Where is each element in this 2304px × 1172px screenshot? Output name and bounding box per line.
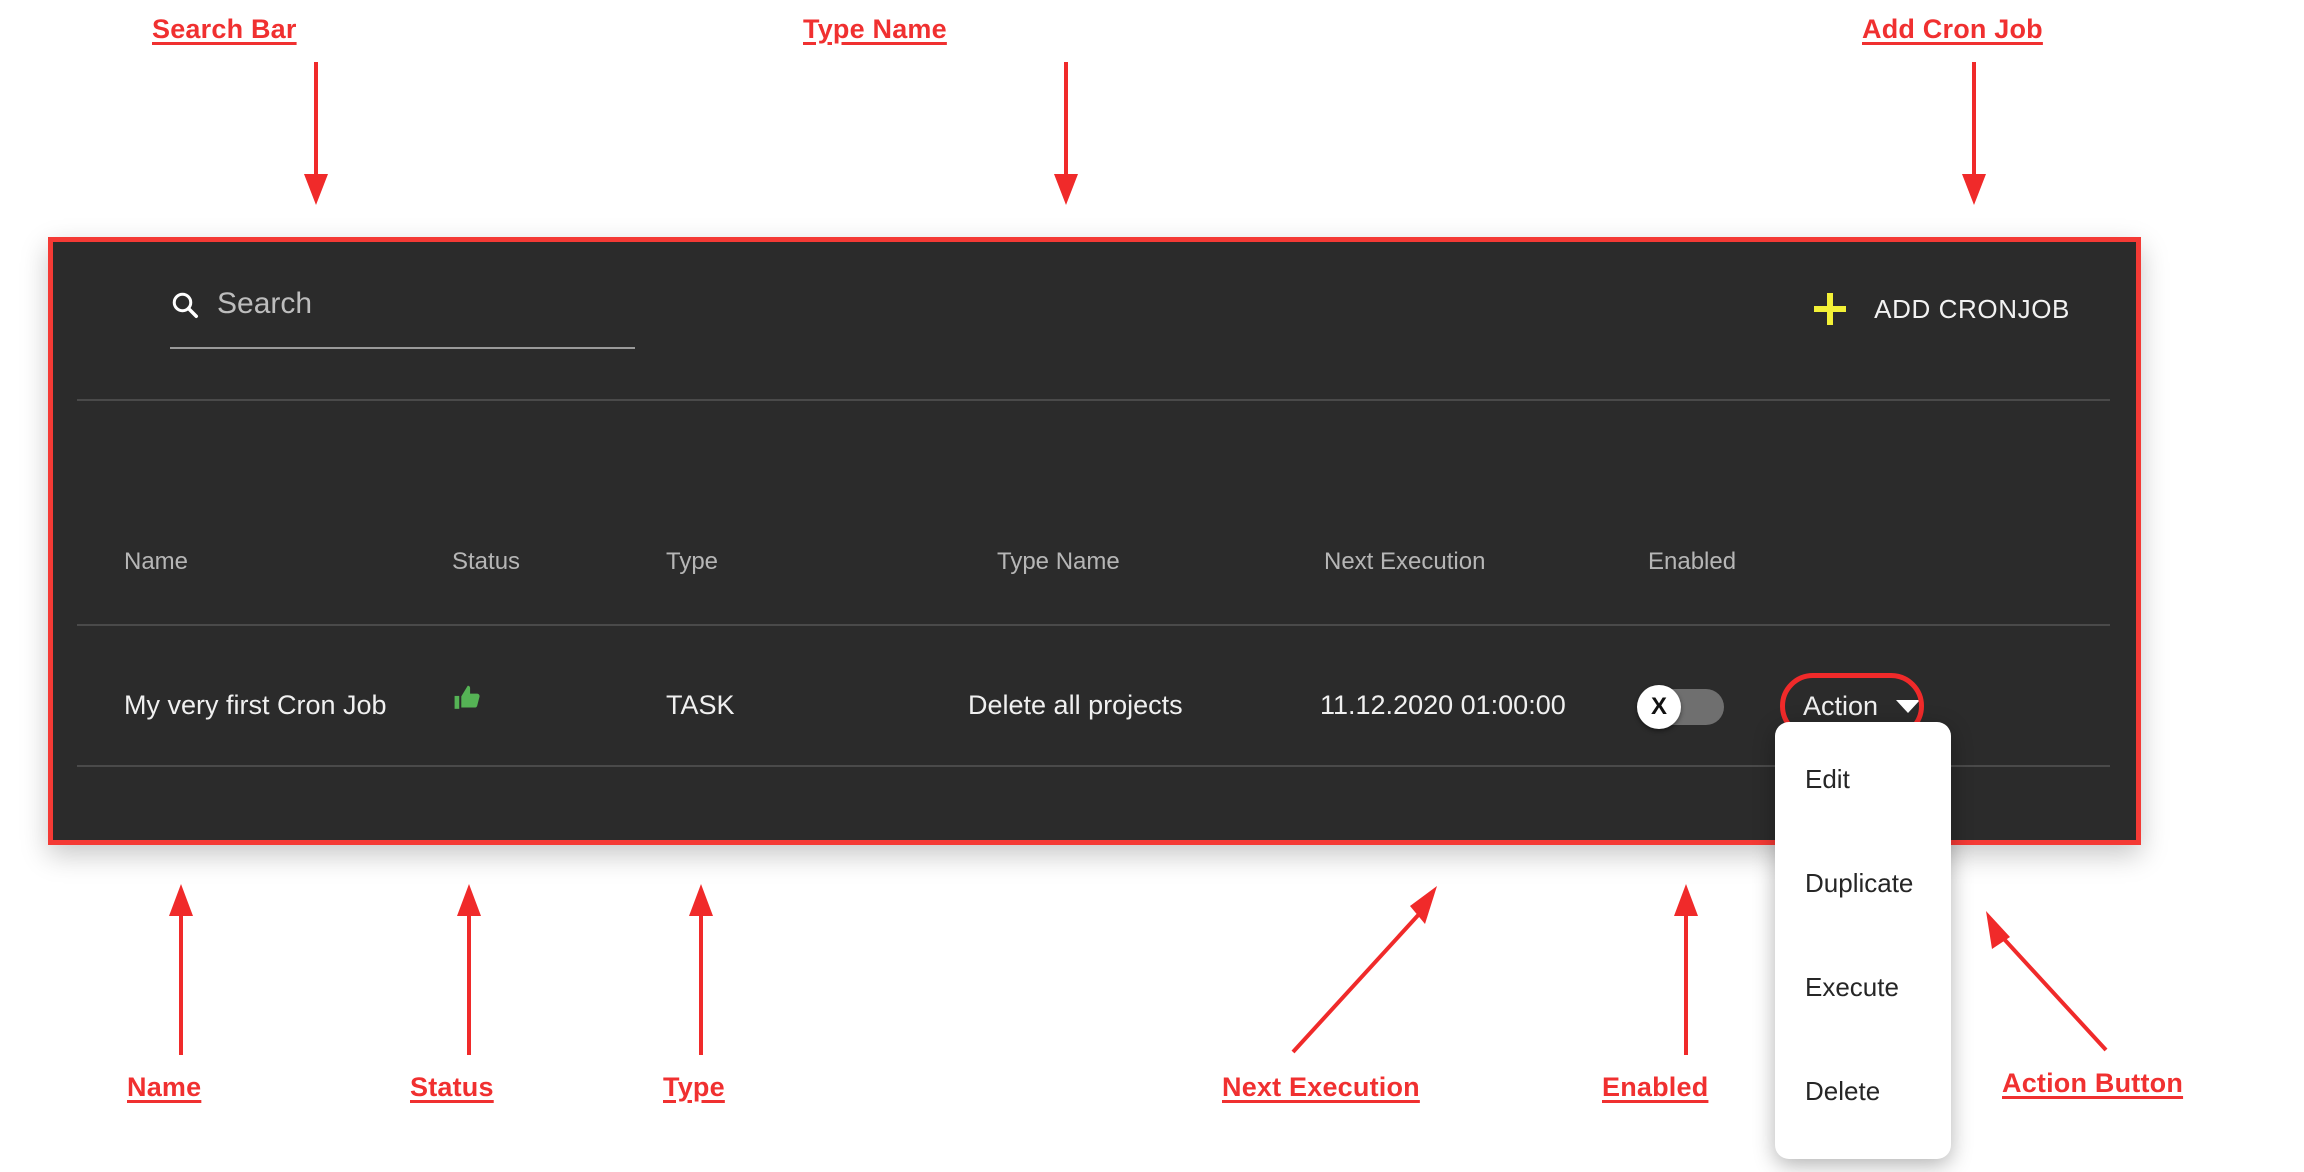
- annotation-label-status: Status: [410, 1072, 494, 1102]
- menu-item-delete[interactable]: Delete: [1805, 1076, 1881, 1106]
- toggle-knob: X: [1637, 685, 1681, 729]
- search-input[interactable]: [217, 285, 635, 323]
- annotation-label-type-name: Type Name: [803, 14, 947, 44]
- action-button-label: Action: [1803, 691, 1879, 721]
- annotation-arrow-type-name: [1054, 62, 1078, 205]
- annotation-arrow-enabled: [1674, 884, 1698, 1055]
- add-cronjob-label: ADD CRONJOB: [1874, 293, 2070, 324]
- header-divider: [77, 624, 2110, 626]
- plus-icon: [1813, 292, 1847, 326]
- table-row-status: [452, 683, 483, 714]
- toolbar-divider: [77, 399, 2110, 401]
- annotation-label-next-execution: Next Execution: [1222, 1072, 1420, 1102]
- annotation-arrow-add-cron-job: [1962, 62, 1986, 205]
- menu-item-duplicate[interactable]: Duplicate: [1805, 868, 1914, 898]
- thumbs-up-icon: [454, 685, 480, 709]
- column-header-enabled[interactable]: Enabled: [1648, 548, 1737, 575]
- annotation-label-enabled: Enabled: [1602, 1072, 1709, 1102]
- annotation-arrow-action-button: [1986, 911, 2108, 1052]
- chevron-down-icon: [1896, 700, 1921, 713]
- annotation-arrow-next-execution: [1291, 886, 1437, 1054]
- annotation-arrow-type: [689, 884, 713, 1055]
- table-row-next-execution: 11.12.2020 01:00:00: [1320, 690, 1566, 720]
- menu-item-edit[interactable]: Edit: [1805, 764, 1850, 794]
- annotation-label-action-button: Action Button: [2002, 1068, 2184, 1098]
- annotation-arrow-search-bar: [304, 62, 328, 205]
- column-header-type[interactable]: Type: [666, 548, 719, 575]
- action-dropdown-menu: Edit Duplicate Execute Delete: [1775, 722, 1951, 1159]
- panel-toolbar: ADD CRONJOB: [53, 242, 2136, 402]
- cronjob-table: Name Status Type Type Name Next Executio…: [53, 242, 2136, 840]
- annotation-label-search-bar: Search Bar: [152, 14, 297, 44]
- enabled-toggle[interactable]: X: [1637, 685, 1726, 729]
- table-row-name: My very first Cron Job: [124, 690, 387, 720]
- column-header-type-name[interactable]: Type Name: [997, 548, 1120, 575]
- annotation-arrow-name: [169, 884, 193, 1055]
- search-field[interactable]: [170, 285, 635, 349]
- column-header-next-execution[interactable]: Next Execution: [1324, 548, 1486, 575]
- table-row-type-name: Delete all projects: [968, 690, 1183, 720]
- column-header-name[interactable]: Name: [124, 548, 189, 575]
- annotation-label-add-cron-job: Add Cron Job: [1862, 14, 2043, 44]
- row-divider: [77, 765, 2110, 767]
- table-row-type: TASK: [666, 690, 735, 720]
- add-cronjob-button[interactable]: ADD CRONJOB: [1809, 286, 2074, 332]
- search-icon: [172, 292, 198, 318]
- column-header-status[interactable]: Status: [452, 548, 521, 575]
- annotation-arrow-status: [457, 884, 481, 1055]
- annotation-label-type: Type: [663, 1072, 725, 1102]
- action-button[interactable]: Action: [1793, 685, 1930, 728]
- annotation-label-name: Name: [127, 1072, 202, 1102]
- menu-item-execute[interactable]: Execute: [1805, 972, 1899, 1002]
